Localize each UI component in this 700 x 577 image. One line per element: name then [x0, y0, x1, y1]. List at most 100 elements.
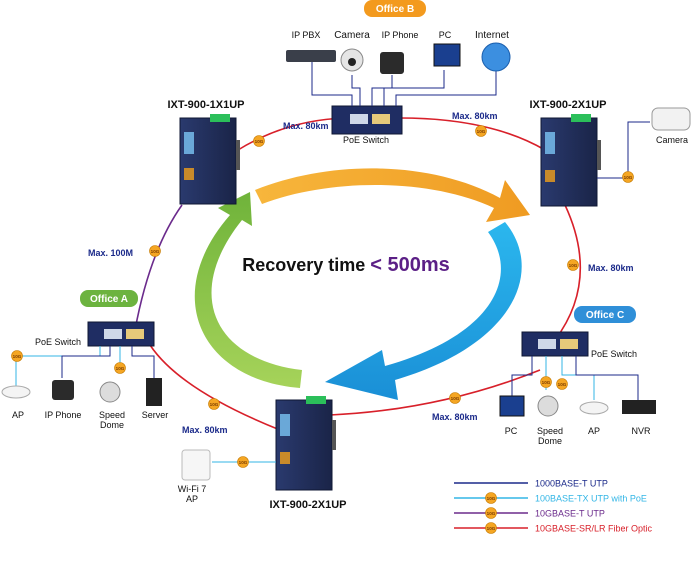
badge-10g-text: 10G [210, 402, 219, 407]
link-label-top-left: Max. 80km [283, 121, 329, 131]
badge-10g: 10G [485, 492, 497, 504]
nvr-icon [622, 400, 656, 414]
device-label: NVR [631, 426, 651, 436]
badge-10g: 10G [114, 362, 126, 374]
wifi-ap-icon [181, 449, 211, 481]
legend-label: 100BASE-TX UTP with PoE [535, 494, 647, 504]
badge-10g-text: 10G [487, 526, 496, 531]
device-label: PC [505, 426, 518, 436]
badge-10g: 10G [208, 398, 220, 410]
badge-10g: 10G [567, 259, 579, 271]
office-b-cables [311, 62, 497, 106]
pc-icon [499, 395, 525, 417]
office-b-tag [364, 0, 426, 17]
badge-10g: 10G [149, 245, 161, 257]
pc-icon [433, 43, 461, 67]
internet-icon [481, 42, 511, 72]
speed-dome-icon [99, 381, 121, 403]
office-c-label: Office C [586, 310, 624, 321]
badge-10g: 10G [622, 171, 634, 183]
ap-icon [579, 401, 609, 415]
legend-label: 10GBASE-T UTP [535, 509, 605, 519]
device-label: Camera [334, 30, 370, 41]
ip-phone-icon [52, 380, 74, 400]
badge-group: 10G 10G 10G 10G 10G 10G 10G 10G 10G 10G 10G 10G [11, 125, 634, 468]
badge-10g: 10G [485, 522, 497, 534]
office-b-devices [286, 42, 511, 74]
badge-10g-text: 10G [542, 380, 551, 385]
badge-10g: 10G [449, 392, 461, 404]
device-label: AP [588, 426, 600, 436]
link-label-bottom-left: Max. 80km [182, 425, 228, 435]
switch-right-top [540, 114, 601, 207]
poe-switch-office-b-label: PoE Switch [343, 135, 389, 145]
ip-pbx-icon [286, 50, 336, 62]
legend-label: 1000BASE-T UTP [535, 479, 608, 489]
link-label-right: Max. 80km [588, 263, 634, 273]
office-c-tag [574, 306, 636, 323]
switch-right-top-label: IXT-900-2X1UP [529, 99, 606, 111]
legend-label: 10GBASE-SR/LR Fiber Optic [535, 524, 653, 534]
switch-bottom-label: IXT-900-2X1UP [269, 499, 346, 511]
poe-switch-office-c-label: PoE Switch [591, 349, 637, 359]
switch-bottom [275, 396, 336, 491]
badge-10g-text: 10G [451, 396, 460, 401]
fiber-link-top-right [399, 117, 546, 151]
switch-left-top [179, 114, 240, 205]
link-label-left: Max. 100M [88, 248, 133, 258]
speed-dome-icon [537, 395, 559, 417]
badge-10g: 10G [475, 125, 487, 137]
ap-icon [1, 385, 31, 399]
badge-10g-text: 10G [624, 175, 633, 180]
office-a-label: Office A [90, 294, 128, 305]
office-b-label: Office B [376, 4, 414, 15]
recovery-time-text: Recovery time < 500ms [242, 254, 450, 276]
link-label-bottom-right: Max. 80km [432, 412, 478, 422]
badge-10g: 10G [253, 135, 265, 147]
poe-switch-office-a [87, 321, 155, 347]
blue-arrow [325, 222, 522, 400]
poe-switch-office-b [331, 105, 403, 135]
server-icon [146, 378, 162, 406]
poe-switch-office-c [521, 331, 589, 357]
fiber-link-bottom-left [149, 344, 281, 431]
badge-10g-text: 10G [477, 129, 486, 134]
green-arrow [194, 192, 302, 388]
badge-10g: 10G [540, 376, 552, 388]
badge-10g: 10G [237, 456, 249, 468]
device-label: IP Phone [45, 410, 82, 420]
badge-10g-text: 10G [569, 263, 578, 268]
orange-arrow [255, 168, 530, 222]
badge-10g-text: 10G [487, 511, 496, 516]
device-label: PC [439, 30, 452, 40]
device-label: IP Phone [382, 30, 419, 40]
right-camera-icon [651, 107, 691, 131]
badge-10g-text: 10G [558, 382, 567, 387]
right-camera-label: Camera [656, 135, 688, 145]
switch-left-top-label: IXT-900-1X1UP [167, 99, 244, 111]
office-a-cables [15, 346, 155, 386]
device-label: AP [12, 410, 24, 420]
badge-10g-text: 10G [487, 496, 496, 501]
badge-10g-text: 10G [13, 354, 22, 359]
device-label: Internet [475, 30, 509, 41]
badge-10g: 10G [556, 378, 568, 390]
utp-link-left [134, 204, 183, 331]
badge-10g-text: 10G [239, 460, 248, 465]
right-camera-cable [597, 121, 650, 179]
office-a-devices [1, 378, 162, 406]
link-label-top-right: Max. 80km [452, 111, 498, 121]
recovery-time-value: < 500ms [370, 254, 450, 276]
fiber-link-bottom-right [329, 369, 541, 416]
office-c-devices [499, 395, 656, 417]
badge-10g-text: 10G [116, 366, 125, 371]
ip-phone-icon [380, 52, 404, 74]
fiber-link-right [554, 204, 582, 341]
badge-10g: 10G [485, 507, 497, 519]
poe-switch-office-a-label: PoE Switch [35, 337, 81, 347]
badge-10g-text: 10G [151, 249, 160, 254]
